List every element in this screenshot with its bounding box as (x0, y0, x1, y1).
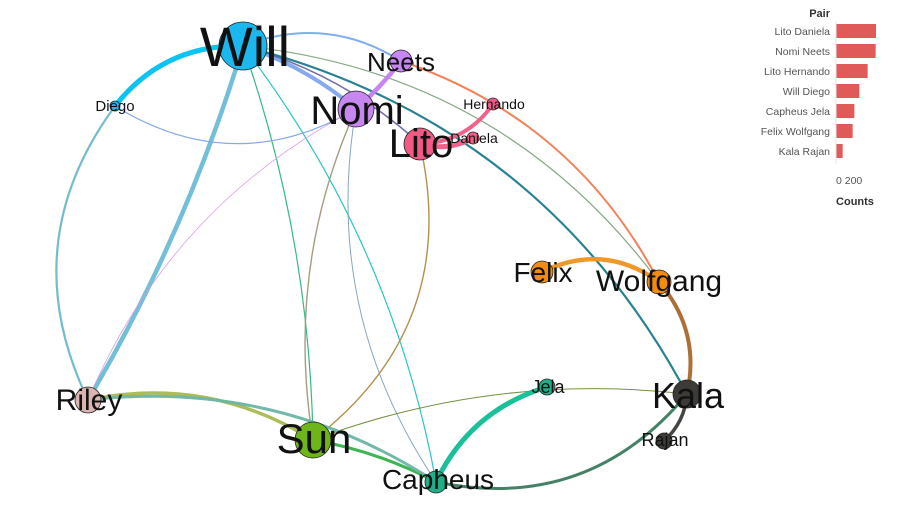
bar-lito-hernando[interactable] (836, 64, 868, 78)
node-jela[interactable] (538, 378, 556, 396)
bar-x-axis: 0 200 (835, 22, 862, 187)
edge-kala-capheus (434, 392, 689, 490)
edge-diego-riley (55, 104, 117, 402)
edge-will-capheus (242, 45, 437, 483)
node-felix[interactable] (530, 260, 554, 284)
bar-chart-header: Pair (809, 8, 831, 20)
edge-will-kala (241, 44, 689, 396)
edge-kala-sun (312, 388, 688, 441)
node-label-will: Will (200, 15, 290, 78)
node-label-lito: Lito (389, 122, 454, 166)
node-neets[interactable] (389, 49, 413, 73)
node-label-daniela: Daniela (450, 130, 498, 146)
node-rajan[interactable] (655, 432, 673, 450)
node-label-wolfgang: Wolfgang (596, 265, 722, 298)
node-label-capheus: Capheus (382, 464, 494, 495)
node-riley[interactable] (74, 386, 102, 414)
bar-will-diego[interactable] (836, 84, 860, 98)
node-daniela[interactable] (466, 131, 480, 145)
bar-lito-daniela[interactable] (836, 24, 876, 38)
node-label-riley: Riley (56, 384, 123, 417)
edge-will-riley (85, 43, 246, 403)
node-label-sun: Sun (277, 415, 352, 462)
edge-riley-capheus (86, 394, 438, 484)
node-label-hernando: Hernando (463, 96, 525, 112)
edge-jela-capheus (433, 384, 550, 485)
bar-x-axis-label: Counts (836, 196, 874, 208)
node-sun[interactable] (294, 421, 332, 459)
edge-felix-wolfgang (539, 256, 662, 285)
bar-category-label: Kala Rajan (779, 146, 831, 158)
network-nodes (74, 21, 702, 494)
bar-capheus-jela[interactable] (836, 104, 855, 118)
bar-category-label: Felix Wolfgang (761, 126, 830, 138)
edge-nomi-capheus (347, 108, 437, 483)
node-nomi[interactable] (337, 90, 375, 128)
edge-diego-nomi (114, 105, 357, 145)
node-label-jela: Jela (531, 377, 565, 397)
bar-category-label: Lito Daniela (775, 26, 831, 38)
node-diego[interactable] (109, 100, 121, 112)
node-will[interactable] (218, 21, 268, 71)
node-label-rajan: Rajan (641, 430, 688, 450)
node-wolfgang[interactable] (646, 269, 672, 295)
bar-category-label: Will Diego (783, 86, 830, 98)
edge-will-wolfgang (242, 45, 660, 283)
node-label-neets: Neets (367, 47, 435, 77)
node-hernando[interactable] (486, 97, 500, 111)
edge-lito-sun (312, 143, 430, 441)
node-kala[interactable] (672, 379, 702, 409)
edge-nomi-riley (87, 108, 357, 401)
node-label-nomi: Nomi (310, 89, 403, 133)
bar-category-label: Nomi Neets (775, 46, 830, 58)
node-label-felix: Felix (513, 257, 572, 288)
bar-x-tick-labels: 0 200 (836, 175, 862, 187)
edge-will-sun (242, 45, 314, 441)
node-label-kala: Kala (652, 375, 725, 416)
node-capheus[interactable] (424, 470, 448, 494)
node-label-diego: Diego (95, 98, 134, 115)
bar-category-label: Capheus Jela (766, 106, 830, 118)
bar-nomi-neets[interactable] (836, 44, 876, 58)
edge-neets-wolfgang (400, 60, 660, 283)
bar-kala-rajan[interactable] (836, 144, 843, 158)
bar-category-label: Lito Hernando (764, 66, 830, 78)
bar-felix-wolfgang[interactable] (836, 124, 853, 138)
edge-nomi-sun (304, 108, 357, 441)
node-lito[interactable] (403, 127, 437, 161)
